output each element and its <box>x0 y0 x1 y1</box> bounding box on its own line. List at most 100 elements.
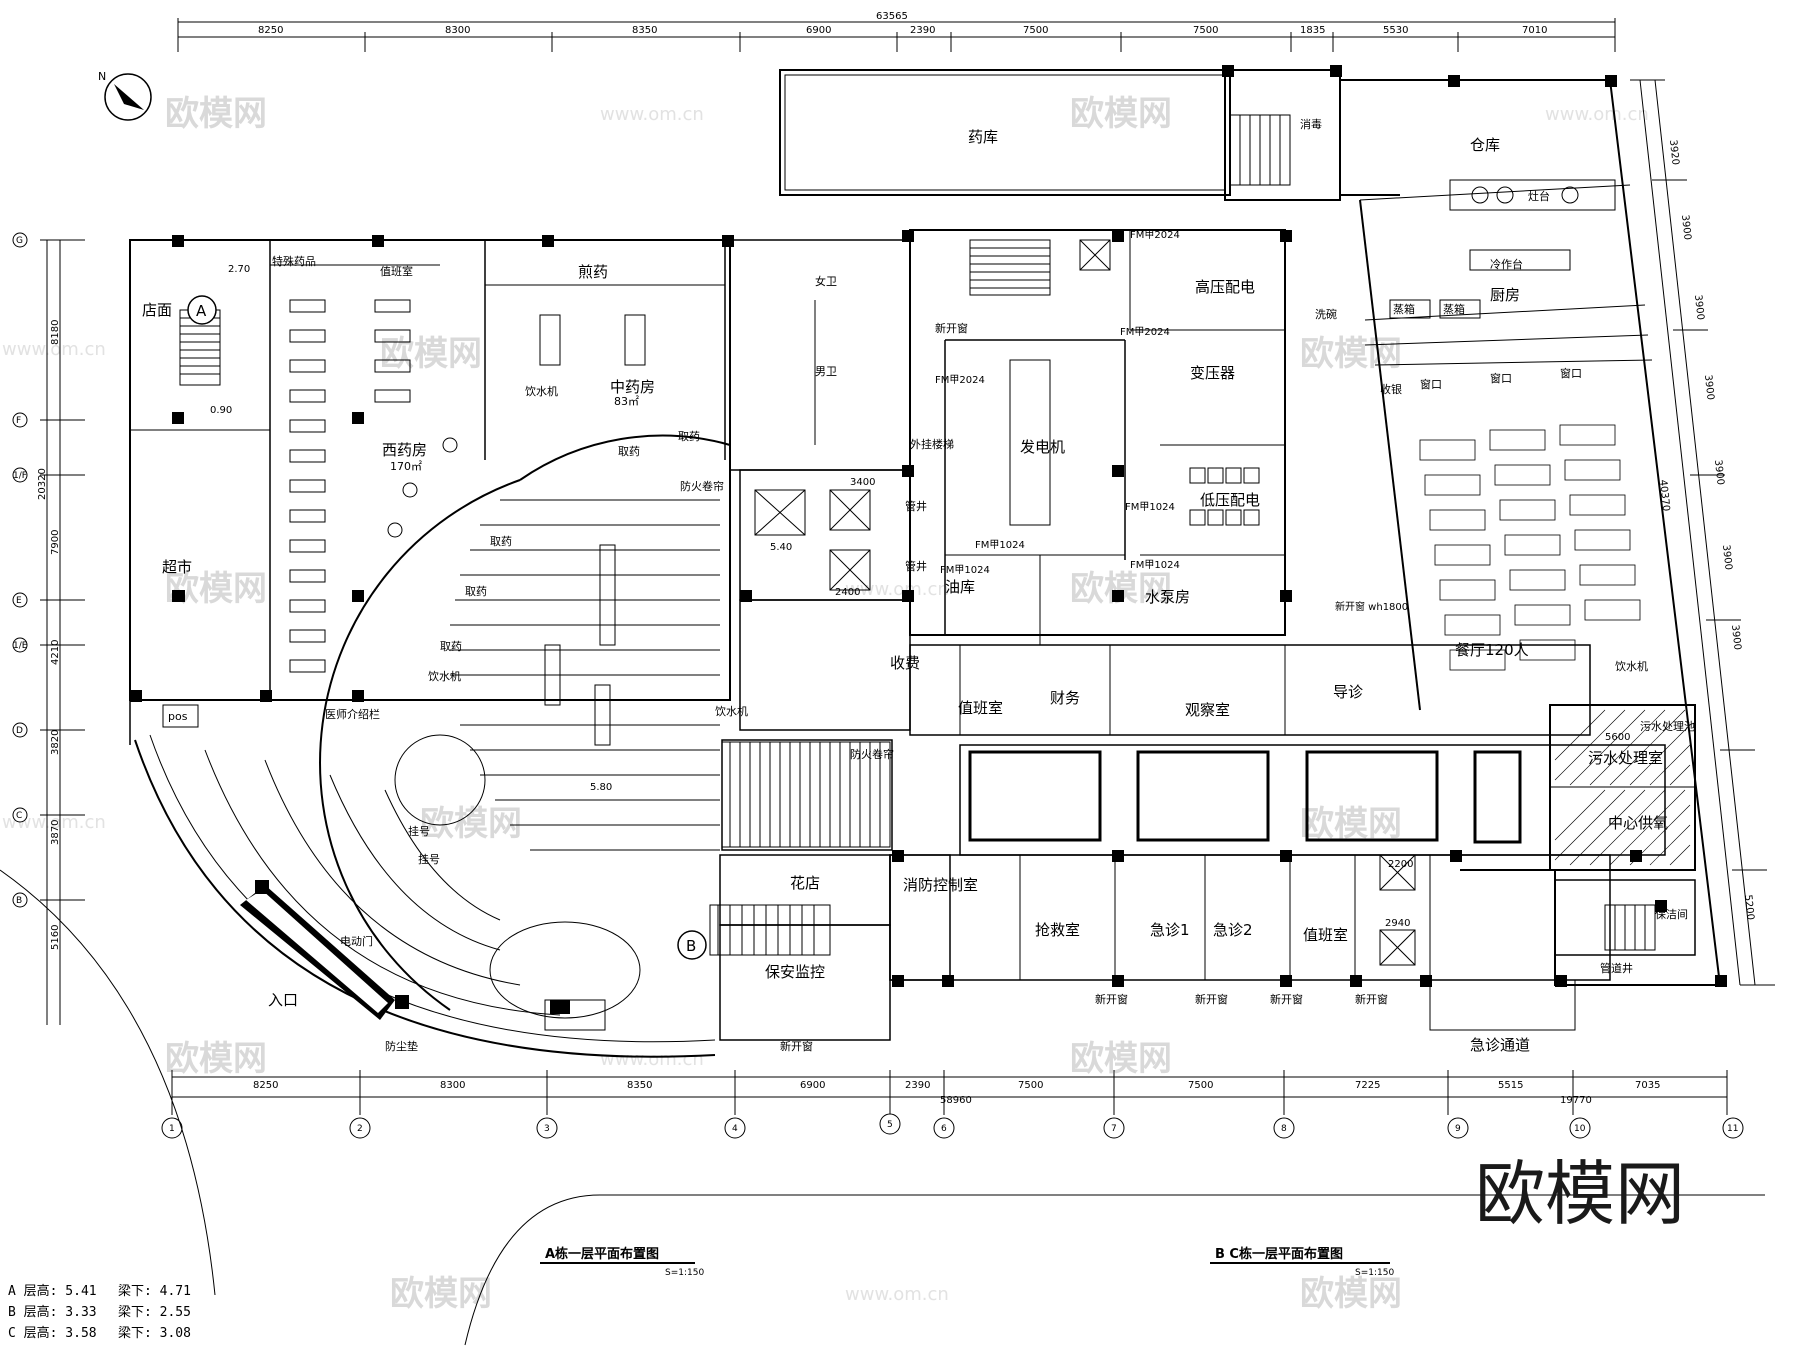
room-flower-shop: 花店 <box>790 874 820 892</box>
label-dust-mat: 防尘垫 <box>385 1039 418 1053</box>
watermark: 欧模网 <box>165 1039 267 1079</box>
dimension-value: 4210 <box>50 640 61 665</box>
lift-dimension: 3400 <box>850 477 875 488</box>
dimension-value: 7225 <box>1355 1080 1380 1091</box>
watermark: 欧模网 <box>1070 94 1172 134</box>
room-kitchen: 厨房 <box>1490 286 1520 304</box>
room-warehouse: 仓库 <box>1470 136 1500 154</box>
right-dimension-values: 3920 3900 3900 3900 3900 3900 3900 5200 … <box>1657 139 1756 920</box>
label-water-dispenser: 饮水机 <box>428 669 461 683</box>
watermark: 欧模网 <box>165 569 267 609</box>
dimension-value: 3900 <box>1720 544 1734 570</box>
room-generator: 发电机 <box>1020 438 1065 456</box>
label-steam-cabinet: 蒸箱 <box>1443 302 1465 316</box>
label-new-opening: 新开窗 wh1800 <box>1335 600 1408 613</box>
label-take-medicine: 取药 <box>618 445 640 458</box>
room-area: 170㎡ <box>390 460 422 473</box>
dimension-value: 6900 <box>806 25 831 36</box>
dimension-value: 8350 <box>627 1080 652 1091</box>
label-take-medicine: 取药 <box>678 430 700 443</box>
north-arrow: N <box>98 70 152 121</box>
axis-label: 9 <box>1455 1124 1461 1134</box>
dimension-value: 8250 <box>253 1080 278 1091</box>
label-receipt: 收银 <box>1380 382 1402 396</box>
dimension-value: 3900 <box>1679 214 1693 240</box>
axis-label: E <box>16 596 22 606</box>
door-tags: FM甲2024 FM甲2024 FM甲2024 FM甲1024 FM甲1024 … <box>210 230 1630 929</box>
room-oxygen: 中心供氧 <box>1608 814 1668 832</box>
dimension-value: 3870 <box>50 820 61 845</box>
label-pos: pos <box>168 710 188 723</box>
axis-label: 7 <box>1111 1124 1117 1134</box>
label-register: 挂号 <box>408 824 430 838</box>
room-pump-room: 水泵房 <box>1145 588 1190 606</box>
label-sewage-tank: 污水处理池 <box>1640 720 1695 733</box>
label-new-window: 新开窗 <box>780 1039 813 1053</box>
room-shop: 店面 <box>142 301 172 319</box>
room-western-pharmacy: 西药房 <box>382 441 427 459</box>
watermark-url: www.om.cn <box>2 339 106 360</box>
room-duty-b: 值班室 <box>958 699 1003 717</box>
stair-markers: A B <box>187 295 707 960</box>
room-supermarket: 超市 <box>162 558 192 576</box>
bottom-axis-bubbles <box>161 1113 1744 1139</box>
label-new-window: 新开窗 <box>1195 992 1228 1006</box>
room-canteen: 餐厅120人 <box>1455 641 1529 659</box>
watermark: 欧模网 <box>1070 1039 1172 1079</box>
label-take-medicine: 取药 <box>440 640 462 653</box>
dimension-value: 2390 <box>905 1080 930 1091</box>
waiting-benches <box>450 499 720 851</box>
room-duty: 值班室 <box>380 264 413 278</box>
door-tag: FM甲1024 <box>1125 502 1175 513</box>
label-external-stairs: 外挂楼梯 <box>910 437 954 451</box>
axis-label: B <box>16 896 22 906</box>
room-transformer: 变压器 <box>1190 364 1235 382</box>
axis-label: 5 <box>887 1120 893 1130</box>
dimension-value: 8300 <box>440 1080 465 1091</box>
legend-label: B 层高: 3.33 <box>8 1304 97 1320</box>
top-dimension-line <box>177 18 1616 52</box>
axis-label: 6 <box>941 1124 947 1134</box>
room-duty-c: 值班室 <box>1303 926 1348 944</box>
axis-label: 1 <box>169 1124 175 1134</box>
level-mark: 0.90 <box>210 405 232 416</box>
entrance-canopy <box>240 734 641 1031</box>
door-tag: FM甲1024 <box>940 565 990 576</box>
label-pipe-shaft: 管井 <box>905 499 927 513</box>
label-water-dispenser: 饮水机 <box>1615 659 1648 673</box>
label-cold-table: 冷作台 <box>1490 257 1523 271</box>
axis-label: 1/F <box>13 471 27 481</box>
axis-label: G <box>16 236 23 246</box>
dimension-value: 7035 <box>1635 1080 1660 1091</box>
bottom-dimension-values: 8250 8300 8350 6900 2390 7500 7500 7225 … <box>253 1080 1660 1106</box>
dimension-value: 7500 <box>1193 25 1218 36</box>
legend-beam: 梁下: 4.71 <box>118 1284 191 1299</box>
door-tag: FM甲2024 <box>935 375 985 386</box>
left-dimension-line <box>40 239 85 1025</box>
scale-a: S=1:150 <box>665 1268 704 1278</box>
floor-height-legend: A 层高: 5.41 梁下: 4.71 B 层高: 3.33 梁下: 2.55 … <box>8 1283 191 1341</box>
dimension-value: 1835 <box>1300 25 1325 36</box>
label-new-window: 新开窗 <box>935 321 968 335</box>
dimension-total: 19770 <box>1560 1095 1592 1106</box>
site-boundary <box>0 869 1765 1346</box>
axis-label: 1/E <box>13 641 28 651</box>
dimension-value: 6900 <box>800 1080 825 1091</box>
label-fire-shutter: 防火卷帘 <box>680 479 724 493</box>
label-steam-cabinet: 蒸箱 <box>1393 302 1415 316</box>
label-doctor-intro: 医师介绍栏 <box>325 707 380 721</box>
room-high-voltage: 高压配电 <box>1195 278 1255 296</box>
label-entrance: 入口 <box>268 991 298 1009</box>
watermark-url: www.om.cn <box>845 579 949 600</box>
room-sewage: 污水处理室 <box>1588 749 1663 767</box>
dimension-value: 3900 <box>1692 294 1706 320</box>
watermark: 欧模网 <box>380 334 482 374</box>
north-label: N <box>98 70 106 83</box>
dimension-value: 2390 <box>910 25 935 36</box>
walls <box>129 69 1722 1041</box>
stair-b <box>709 904 831 956</box>
legend-beam: 梁下: 3.08 <box>118 1326 191 1341</box>
label-window: 窗口 <box>1420 377 1442 391</box>
left-axis-bubbles <box>12 232 28 908</box>
axis-label: C <box>16 811 22 821</box>
